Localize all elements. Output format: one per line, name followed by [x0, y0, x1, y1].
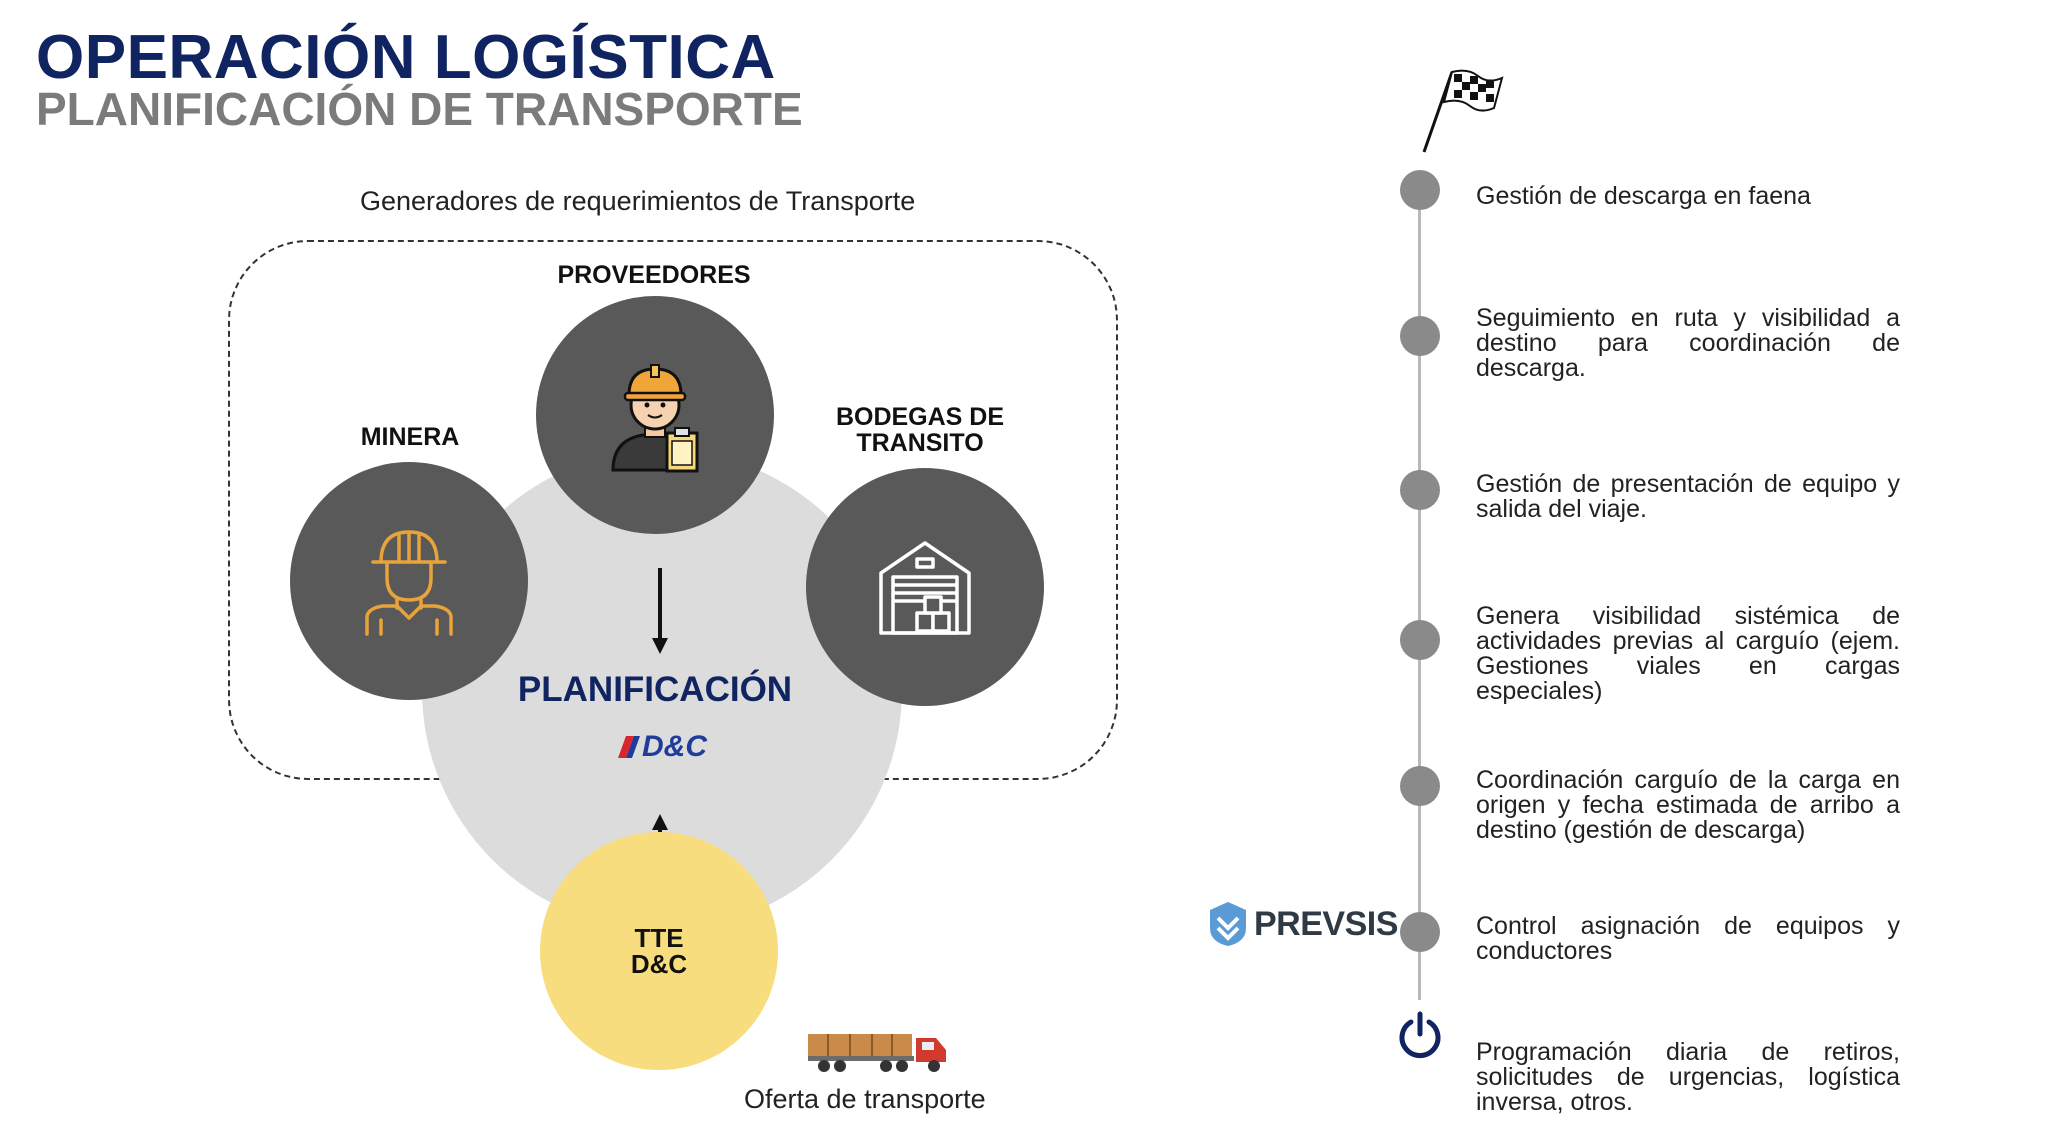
- warehouse-icon: [879, 541, 971, 635]
- timeline-item-5: Coordinación carguío de la carga en orig…: [1476, 766, 1900, 844]
- planning-label: PLANIFICACIÓN: [517, 670, 793, 709]
- generators-label: Generadores de requerimientos de Transpo…: [360, 186, 916, 216]
- prevsis-shield-icon: [1210, 902, 1246, 946]
- dc-logo-text: D&C: [642, 730, 707, 763]
- prevsis-text: PREVSIS: [1254, 904, 1398, 943]
- arrow-down-to-planning: [652, 568, 668, 654]
- timeline-dot: [1400, 620, 1440, 660]
- tte-label-line1: TTE: [634, 923, 684, 953]
- miner-icon: [365, 530, 453, 636]
- timeline-item-4: Genera visibilidad sistémica de activida…: [1476, 602, 1900, 705]
- timeline-item-2: Seguimiento en ruta y visibilidad a dest…: [1476, 304, 1900, 382]
- timeline-dot: [1400, 766, 1440, 806]
- timeline-item-1: Gestión de descarga en faena: [1476, 182, 1811, 210]
- minera-label: MINERA: [360, 423, 460, 451]
- bodegas-node: [806, 468, 1044, 706]
- bodegas-label-line2: TRANSITO: [856, 429, 984, 457]
- timeline-item-7: Programación diaria de retiros, solicitu…: [1476, 1038, 1900, 1116]
- power-icon: [1399, 1011, 1441, 1059]
- timeline-dot: [1400, 470, 1440, 510]
- tte-label-line2: D&C: [630, 949, 688, 979]
- minera-node: [290, 462, 528, 700]
- proveedores-node: [536, 296, 774, 534]
- timeline-dot: [1400, 170, 1440, 210]
- timeline-dot: [1400, 912, 1440, 952]
- dc-logo: D&C: [612, 728, 712, 778]
- tte-node: TTE D&C: [540, 832, 778, 1070]
- timeline-line: [1418, 180, 1421, 1000]
- timeline-dot: [1400, 316, 1440, 356]
- timeline-item-3: Gestión de presentación de equipo y sali…: [1476, 470, 1900, 523]
- page-title: OPERACIÓN LOGÍSTICA: [36, 23, 776, 92]
- offer-label: Oferta de transporte: [744, 1084, 986, 1114]
- worker-clipboard-icon: [611, 364, 699, 473]
- truck-icon: [808, 1034, 946, 1072]
- bodegas-label-line1: BODEGAS DE: [835, 403, 1005, 431]
- timeline-item-6: Control asignación de equipos y conducto…: [1476, 912, 1900, 965]
- prevsis-logo: PREVSIS: [1208, 900, 1398, 948]
- finish-flag-icon: [1422, 69, 1504, 153]
- proveedores-label: PROVEEDORES: [557, 261, 751, 289]
- page-subtitle: PLANIFICACIÓN DE TRANSPORTE: [36, 83, 803, 135]
